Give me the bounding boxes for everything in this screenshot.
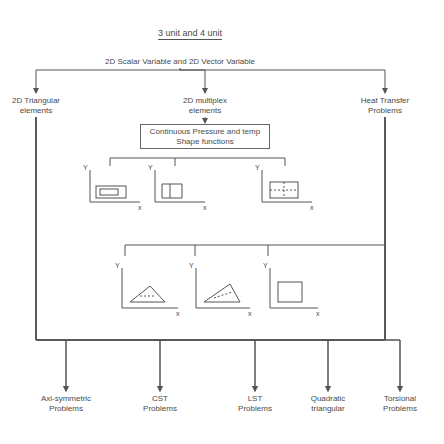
connector: [205, 117, 206, 123]
axis-label: x: [310, 204, 314, 211]
element-shape: [100, 189, 118, 195]
connector: [385, 117, 400, 391]
connector: [36, 69, 180, 93]
node-text: Torsional Problems: [376, 394, 424, 413]
element-shape: [96, 186, 126, 198]
axis-label: x: [316, 310, 320, 317]
axis-label: x: [248, 310, 252, 317]
axes: [270, 268, 318, 308]
axes: [90, 170, 140, 202]
text-node: 2D Triangular elements: [5, 94, 67, 117]
connector: [36, 117, 328, 391]
element-shape: [130, 286, 165, 302]
node-text: Continuous Pressure and temp: [144, 127, 266, 137]
connector: [66, 117, 385, 391]
element-shape: [140, 296, 156, 297]
node-text: 2D multiplex elements: [173, 96, 237, 115]
axis-label: Y: [83, 164, 88, 171]
connector: [328, 117, 385, 391]
connector: [36, 117, 160, 391]
connector: [180, 69, 205, 93]
axis-label: Y: [115, 262, 120, 269]
node-text: 2D Triangular elements: [8, 96, 64, 115]
connector: [36, 117, 255, 391]
element-shape: [270, 182, 298, 198]
axis-label: Y: [263, 262, 268, 269]
element-shape: [278, 282, 302, 302]
element-shape: [162, 184, 182, 198]
node-text: 2D Scalar Variable and 2D Vector Variabl…: [58, 57, 302, 67]
axes: [122, 268, 178, 308]
element-shape: [214, 292, 232, 298]
axis-label: x: [176, 310, 180, 317]
connector: [255, 117, 385, 391]
process-box: Continuous Pressure and tempShape functi…: [140, 124, 270, 149]
node-text: LST Problems: [232, 394, 278, 413]
connector: [160, 117, 385, 391]
axis-label: Y: [148, 164, 153, 171]
text-node: Heat Transfer Problems: [349, 94, 421, 117]
node-text: Quadratic triangular: [302, 394, 354, 413]
element-shape: [204, 284, 240, 302]
axis-label: x: [203, 204, 207, 211]
text-node: Quadratic triangular: [299, 392, 357, 415]
text-node: LST Problems: [229, 392, 281, 415]
node-text: CST Problems: [137, 394, 183, 413]
axes: [155, 170, 205, 202]
title: 3 unit and 4 unit: [158, 28, 222, 40]
connector: [36, 117, 400, 391]
axis-label: Y: [255, 164, 260, 171]
text-node: Torsional Problems: [373, 392, 427, 415]
text-node: 2D Scalar Variable and 2D Vector Variabl…: [55, 55, 305, 69]
axes: [196, 268, 250, 308]
axes: [262, 170, 312, 202]
text-node: Axi-symmetric Problems: [33, 392, 99, 415]
connector: [180, 69, 385, 93]
branch-line: [125, 245, 385, 256]
text-node: 2D multiplex elements: [170, 94, 240, 117]
axis-label: Y: [189, 262, 194, 269]
node-text: Axi-symmetric Problems: [36, 394, 96, 413]
connector: [36, 117, 66, 391]
node-text: Shape functions: [144, 137, 266, 147]
axis-label: x: [138, 204, 142, 211]
node-text: Heat Transfer Problems: [352, 96, 418, 115]
text-node: CST Problems: [134, 392, 186, 415]
element-shape: [270, 182, 298, 198]
